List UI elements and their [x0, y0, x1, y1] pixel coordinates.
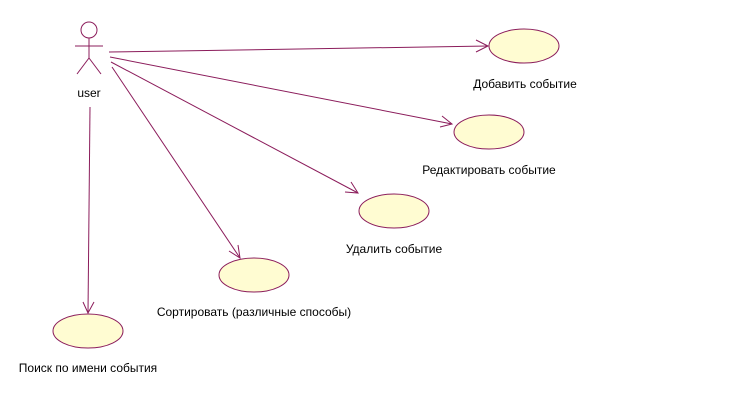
- association-delete[interactable]: [110, 61, 359, 194]
- use-case-ellipse: [453, 114, 525, 150]
- actor-label: user: [77, 86, 100, 100]
- use-case-label: Редактировать событие: [422, 163, 556, 177]
- use-case-search[interactable]: Поиск по имени события: [19, 313, 157, 375]
- use-case-edit[interactable]: Редактировать событие: [422, 114, 556, 177]
- associations: [82, 39, 490, 315]
- use-case-sort[interactable]: Сортировать (различные способы): [157, 257, 351, 319]
- use-case-label: Сортировать (различные способы): [157, 305, 351, 319]
- use-case-ellipse: [52, 313, 124, 349]
- stick-figure-icon: [75, 21, 103, 75]
- use-case-label: Удалить событие: [346, 242, 443, 256]
- use-case-ellipse: [358, 193, 430, 229]
- use-case-label: Добавить событие: [473, 77, 577, 91]
- use-case-ellipse: [218, 257, 290, 293]
- use-case-delete[interactable]: Удалить событие: [346, 193, 443, 256]
- use-case-add[interactable]: Добавить событие: [473, 28, 577, 91]
- use-case-ellipse: [488, 28, 560, 64]
- association-add[interactable]: [108, 39, 490, 53]
- use-case-label: Поиск по имени события: [19, 361, 157, 375]
- actor-user[interactable]: user: [75, 21, 103, 100]
- association-edit[interactable]: [109, 56, 454, 128]
- association-search[interactable]: [82, 106, 95, 315]
- association-sort[interactable]: [111, 66, 241, 260]
